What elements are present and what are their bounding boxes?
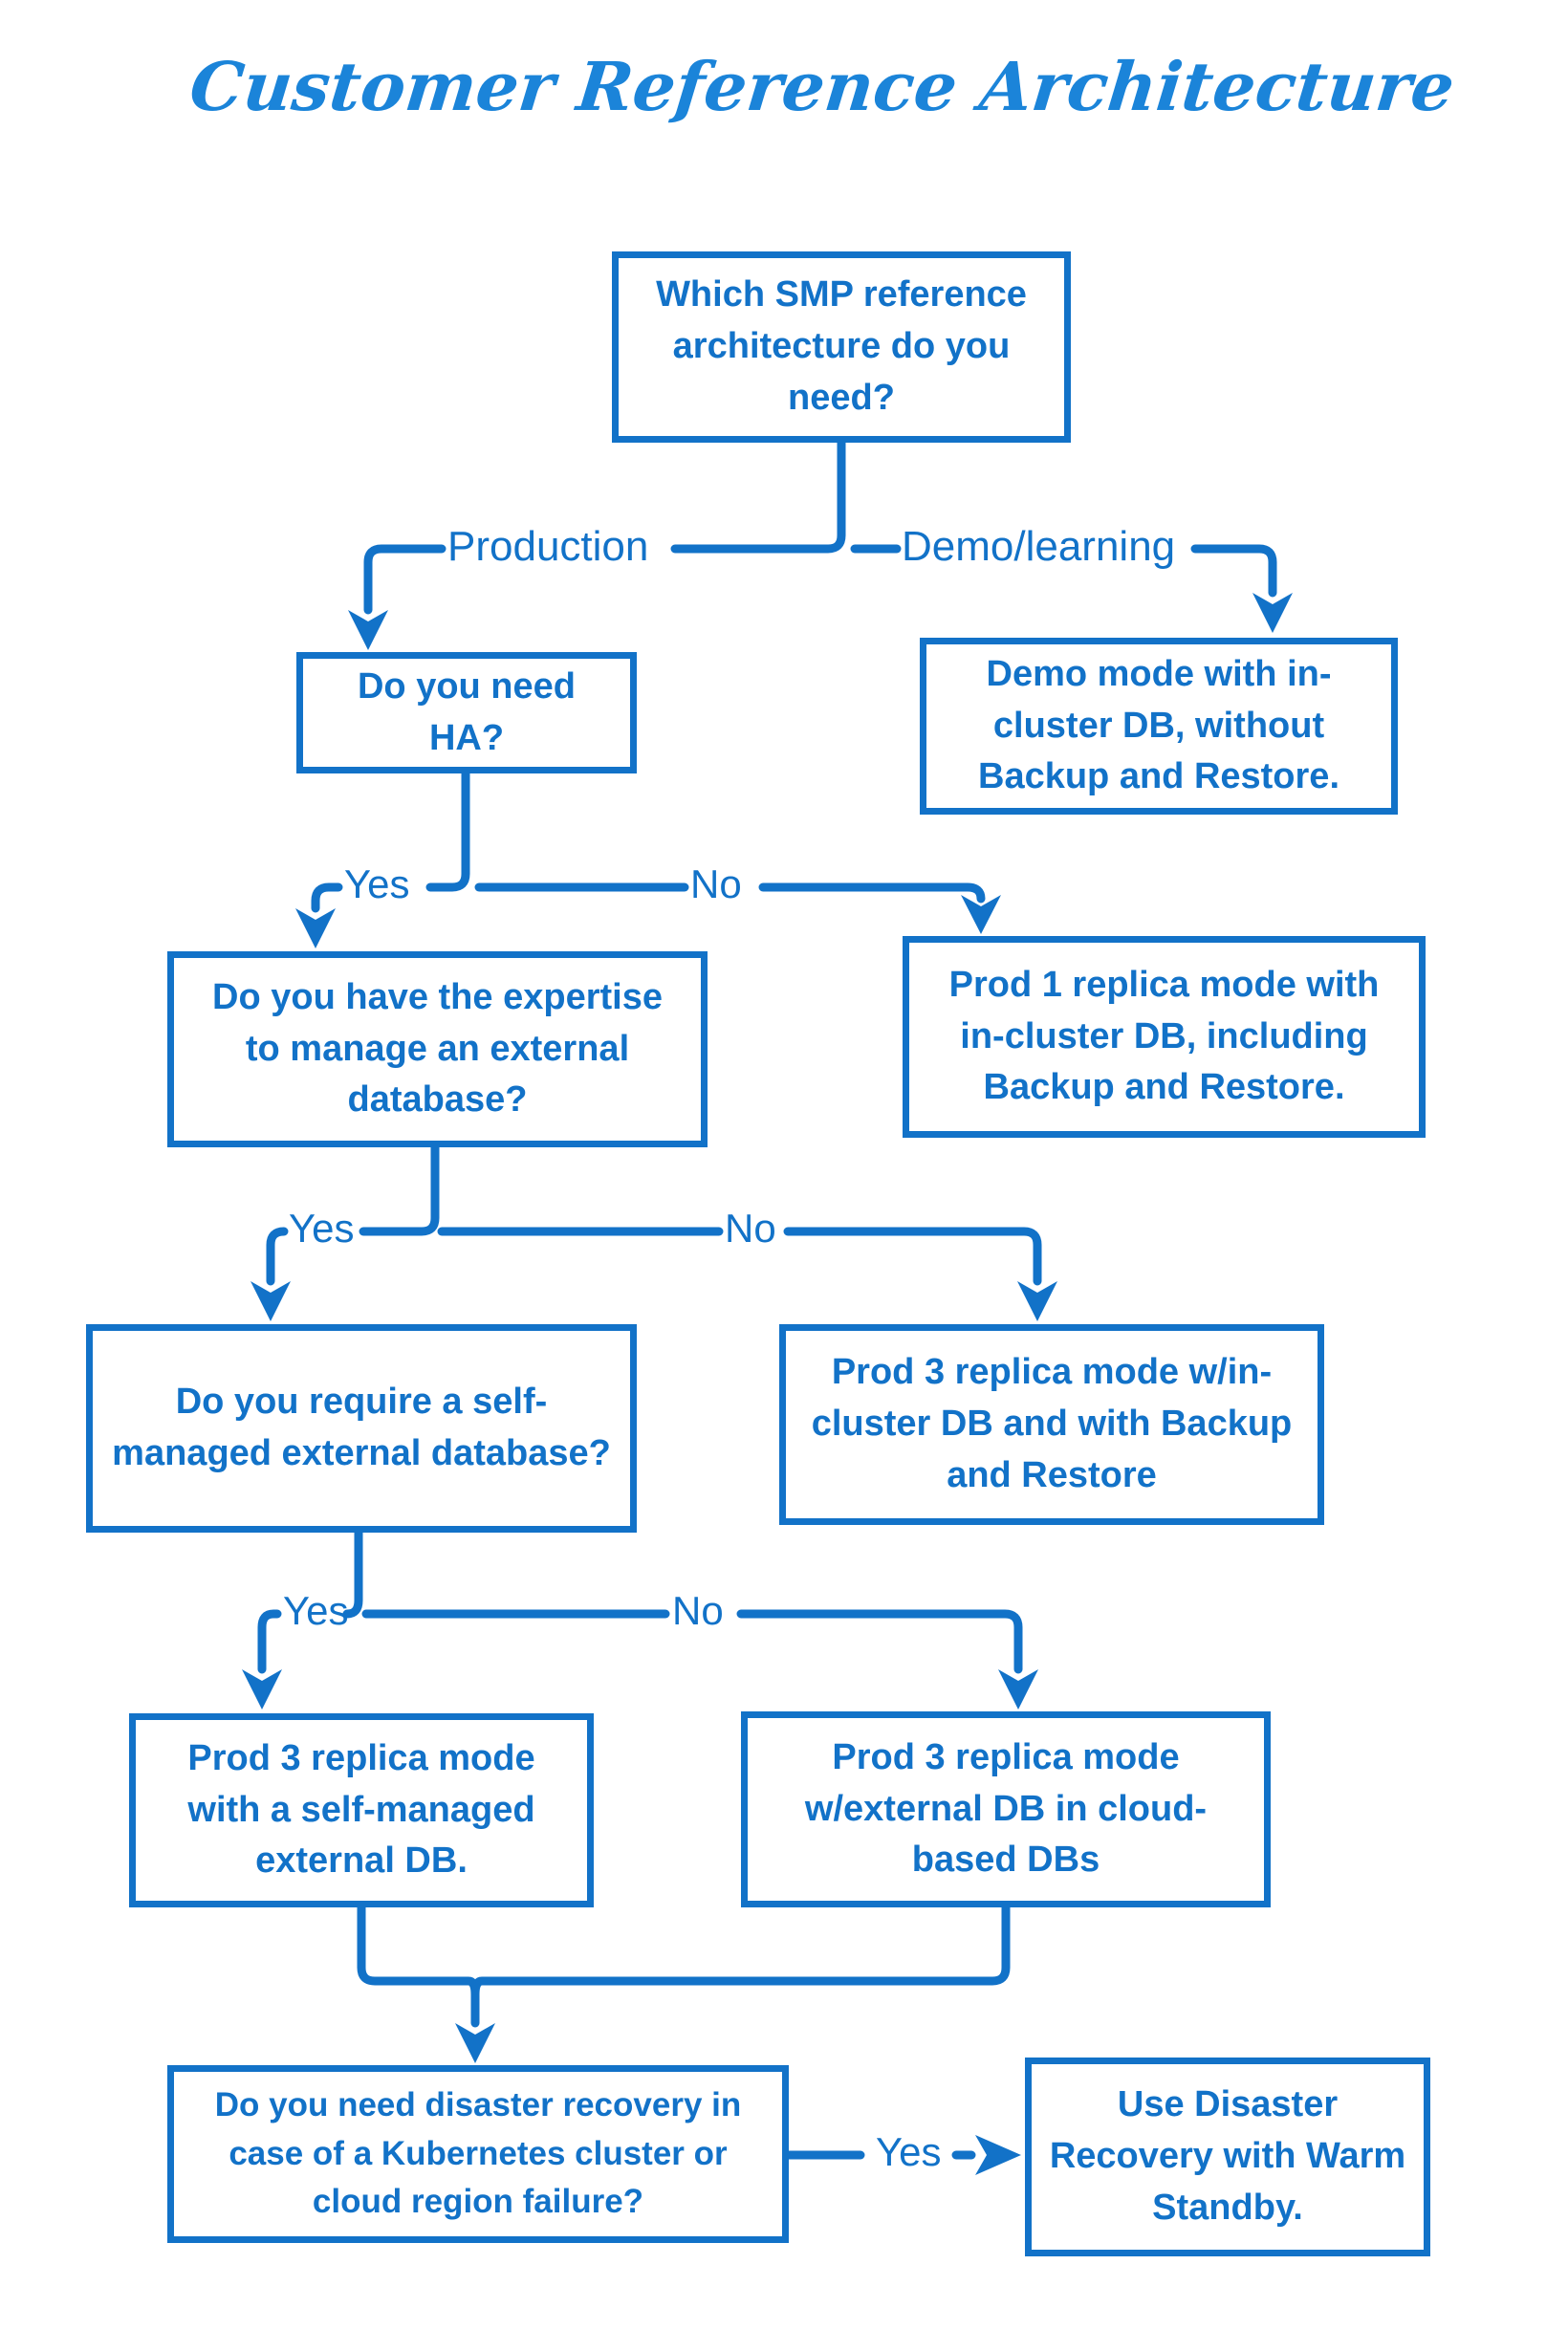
edge-ha-down <box>425 769 470 892</box>
edge-label-expertise-no: No <box>725 1206 776 1251</box>
node-prod3-incluster-text: Prod 3 replica mode w/in-cluster DB and … <box>811 1352 1293 1495</box>
node-dr-question-text: Do you need disaster recovery in case of… <box>214 2085 742 2221</box>
node-dr-question: Do you need disaster recovery in case of… <box>167 2065 789 2243</box>
node-warm-standby-text: Use Disaster Recovery with Warm Standby. <box>1049 2084 1406 2228</box>
edge-label-ha-no: No <box>690 861 742 906</box>
arrowhead-selfmanaged <box>250 1281 291 1321</box>
edge-label-production: Production <box>447 523 649 570</box>
edge-selfmanaged-yes <box>257 1609 282 1674</box>
arrowhead-demo <box>1252 593 1293 633</box>
edge-demolearning-to-demo <box>1190 544 1277 598</box>
arrowhead-warm <box>975 2135 1021 2175</box>
edge-expertise-down <box>359 1143 440 1236</box>
edge-selfmanaged-down <box>342 1528 363 1619</box>
node-prod1-replica: Prod 1 replica mode with in-cluster DB, … <box>903 936 1426 1138</box>
node-demo-mode-text: Demo mode with in-cluster DB, without Ba… <box>978 653 1339 797</box>
node-ha-question-text: Do you need HA? <box>357 665 577 758</box>
edge-ha-no-right <box>758 882 986 904</box>
node-demo-mode: Demo mode with in-cluster DB, without Ba… <box>920 638 1398 815</box>
arrowhead-prod3cloud <box>998 1669 1038 1709</box>
edge-expertise-no-right <box>783 1227 1042 1286</box>
node-warm-standby: Use Disaster Recovery with Warm Standby. <box>1025 2058 1430 2256</box>
edge-ha-yes <box>311 882 343 913</box>
edge-label-ha-yes: Yes <box>344 861 410 906</box>
node-prod3-incluster: Prod 3 replica mode w/in-cluster DB and … <box>779 1324 1324 1525</box>
arrowhead-ha <box>348 610 388 650</box>
node-selfmanaged-question: Do you require a self-managed external d… <box>86 1324 637 1533</box>
edge-label-selfmanaged-no: No <box>672 1588 724 1633</box>
node-prod3-selfmanaged-text: Prod 3 replica mode with a self-managed … <box>187 1737 535 1882</box>
node-expertise-question-text: Do you have the expertise to manage an e… <box>212 976 663 1121</box>
node-prod3-cloud: Prod 3 replica mode w/external DB in clo… <box>741 1711 1271 1907</box>
edge-label-demo-learning: Demo/learning <box>902 523 1176 570</box>
edge-expertise-yes <box>266 1227 289 1286</box>
edge-merge-left <box>357 1903 480 1999</box>
arrowhead-prod3incluster <box>1017 1281 1057 1321</box>
arrowhead-expertise <box>295 908 336 948</box>
node-ha-question: Do you need HA? <box>296 652 637 773</box>
node-prod3-selfmanaged: Prod 3 replica mode with a self-managed … <box>129 1713 594 1907</box>
edge-label-selfmanaged-yes: Yes <box>283 1588 349 1633</box>
node-expertise-question: Do you have the expertise to manage an e… <box>167 951 708 1147</box>
edge-label-expertise-yes: Yes <box>289 1206 355 1251</box>
node-root-question-text: Which SMP reference architecture do you … <box>656 274 1027 418</box>
edge-root-to-production <box>670 438 846 554</box>
arrowhead-prod3selfmanaged <box>242 1669 282 1709</box>
edge-selfmanaged-no-right <box>736 1609 1023 1674</box>
edge-label-dr-yes: Yes <box>876 2129 942 2174</box>
arrowhead-dr <box>455 2023 495 2063</box>
edge-production-to-ha <box>363 544 446 615</box>
edge-merge-right <box>470 1903 1011 1999</box>
node-selfmanaged-question-text: Do you require a self-managed external d… <box>112 1382 611 1473</box>
arrowhead-prod1 <box>961 895 1001 934</box>
node-prod1-replica-text: Prod 1 replica mode with in-cluster DB, … <box>948 964 1380 1108</box>
node-prod3-cloud-text: Prod 3 replica mode w/external DB in clo… <box>804 1736 1208 1881</box>
node-root-question: Which SMP reference architecture do you … <box>612 251 1071 443</box>
